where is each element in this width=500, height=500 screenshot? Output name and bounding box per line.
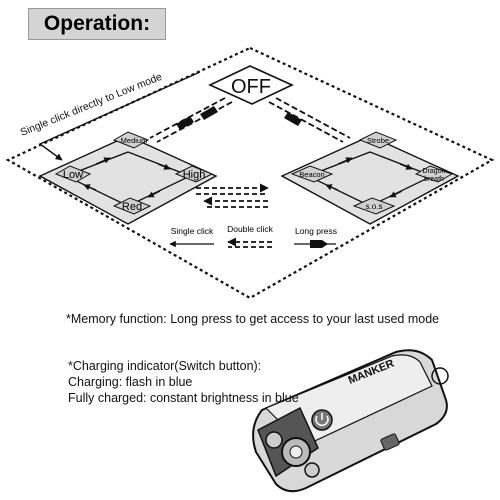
mode-dragon-line2: breath bbox=[424, 176, 444, 183]
left-mode-panel bbox=[38, 135, 218, 225]
mode-high: High bbox=[183, 169, 206, 181]
long-press-markers bbox=[176, 106, 302, 130]
page-title: Operation: bbox=[43, 12, 151, 35]
mode-sos: s.o.s bbox=[366, 202, 383, 211]
double-click-connector bbox=[196, 183, 269, 208]
right-mode-panel bbox=[280, 135, 460, 225]
mode-medium-box bbox=[112, 131, 150, 149]
left-loop-arrows bbox=[83, 157, 171, 198]
legend-long-marker bbox=[310, 240, 328, 248]
off-box bbox=[208, 65, 294, 105]
off-label: OFF bbox=[231, 76, 271, 98]
mode-beacon-box bbox=[290, 165, 334, 183]
mode-dragon-box bbox=[414, 165, 454, 183]
title-box: Operation: bbox=[28, 8, 166, 40]
mode-red-box bbox=[112, 197, 152, 215]
legend-double-label: Double click bbox=[227, 224, 274, 234]
mode-low: Low bbox=[63, 169, 83, 181]
mode-strobe-box bbox=[358, 131, 398, 149]
mode-dragon-line1: Dragon bbox=[423, 168, 446, 175]
off-left-connector bbox=[149, 97, 233, 143]
legend-single-label: Single click bbox=[171, 226, 214, 236]
right-loop-arrows bbox=[325, 157, 413, 198]
legend-long-label: Long press bbox=[295, 226, 337, 236]
single-click-path bbox=[38, 71, 201, 161]
mode-low-box bbox=[54, 165, 92, 183]
memory-note: *Memory function: Long press to get acce… bbox=[66, 312, 440, 326]
charging-heading: *Charging indicator(Switch button): bbox=[68, 359, 262, 373]
mode-red: Red bbox=[122, 201, 142, 213]
mode-high-box bbox=[174, 165, 214, 183]
mode-beacon: Beacon bbox=[299, 170, 324, 179]
single-click-note: Single click directly to Low mode bbox=[19, 71, 164, 139]
off-right-connector bbox=[268, 97, 351, 143]
mode-medium: Medium bbox=[121, 136, 148, 145]
mode-strobe: Strobe bbox=[367, 136, 389, 145]
charging-line1: Charging: flash in blue bbox=[68, 375, 193, 389]
mode-sos-box bbox=[352, 197, 396, 215]
flashlight-illustration: MANKER bbox=[252, 349, 449, 493]
charging-line2: Fully charged: constant brightness in bl… bbox=[68, 391, 299, 405]
legend-double-line bbox=[227, 237, 272, 248]
